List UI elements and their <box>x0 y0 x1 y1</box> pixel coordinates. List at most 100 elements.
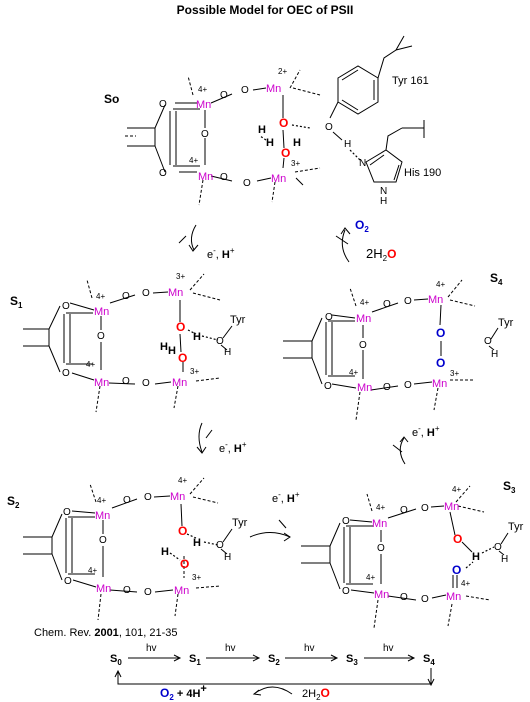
svg-text:O: O <box>144 587 152 598</box>
svg-text:O: O <box>243 178 251 189</box>
svg-text:e-, H+: e-, H+ <box>412 424 440 439</box>
svg-text:Mn: Mn <box>94 377 109 389</box>
svg-text:O: O <box>159 99 167 110</box>
state-s3-label: S3 <box>503 479 516 495</box>
svg-text:H: H <box>344 139 351 150</box>
svg-text:O: O <box>216 540 224 551</box>
svg-text:O: O <box>436 326 445 340</box>
svg-text:S3: S3 <box>346 653 358 667</box>
svg-text:O: O <box>220 172 228 183</box>
svg-text:S1: S1 <box>189 653 201 667</box>
svg-text:3+: 3+ <box>176 272 185 281</box>
svg-text:O: O <box>383 299 391 310</box>
step-s3-s4: e-, H+ <box>392 424 440 465</box>
svg-text:O: O <box>178 351 187 365</box>
svg-text:N: N <box>359 158 366 169</box>
state-s1: S1 O O O O O O O Mn Mn Mn Mn 4+ 3+ 4+ 3+… <box>10 272 246 413</box>
state-s0: So O O O O O O O Mn Mn Mn Mn 4+ 2+ 4+ 3+… <box>104 35 441 207</box>
svg-text:4+: 4+ <box>88 566 97 575</box>
svg-text:Mn: Mn <box>444 501 459 513</box>
svg-text:O: O <box>201 129 209 140</box>
svg-text:O2 + 4H+: O2 + 4H+ <box>160 683 207 702</box>
svg-text:Mn: Mn <box>374 589 389 601</box>
svg-text:O: O <box>359 340 367 351</box>
svg-text:Mn: Mn <box>94 306 109 318</box>
svg-text:O: O <box>142 378 150 389</box>
svg-text:Tyr: Tyr <box>508 521 524 533</box>
step-s2-s3: e-, H+ <box>249 490 300 542</box>
step-s1-s2: e-, H+ <box>196 422 247 455</box>
state-s3: S3 O O O O O O O Mn Mn Mn Mn 4+ 4+ 4+ 4+… <box>301 479 524 629</box>
svg-text:O: O <box>62 368 70 379</box>
svg-text:Mn: Mn <box>95 510 110 522</box>
svg-text:O: O <box>494 542 502 553</box>
svg-text:O: O <box>421 594 429 605</box>
svg-text:hv: hv <box>225 643 236 654</box>
svg-text:His 190: His 190 <box>404 167 441 179</box>
svg-text:H: H <box>193 537 201 549</box>
svg-text:Mn: Mn <box>446 591 461 603</box>
svg-text:4+: 4+ <box>360 298 369 307</box>
svg-text:O: O <box>142 288 150 299</box>
svg-text:H: H <box>293 137 301 149</box>
svg-text:O: O <box>453 532 462 546</box>
svg-text:Mn: Mn <box>196 99 211 111</box>
svg-text:O2: O2 <box>355 218 369 234</box>
svg-text:2H2O: 2H2O <box>302 686 330 702</box>
svg-text:O: O <box>178 524 187 538</box>
svg-text:O: O <box>180 557 189 571</box>
svg-text:4+: 4+ <box>376 503 385 512</box>
svg-text:N: N <box>380 186 387 197</box>
svg-text:Tyr: Tyr <box>498 317 514 329</box>
svg-text:hv: hv <box>383 643 394 654</box>
svg-text:O: O <box>484 336 492 347</box>
svg-text:O: O <box>421 503 429 514</box>
svg-text:e-, H+: e-, H+ <box>219 440 247 455</box>
svg-text:O: O <box>383 382 391 393</box>
svg-text:O: O <box>400 505 408 516</box>
svg-text:e-, H+: e-, H+ <box>272 490 300 505</box>
svg-text:O: O <box>279 116 288 130</box>
svg-text:Mn: Mn <box>357 382 372 394</box>
svg-text:4+: 4+ <box>366 573 375 582</box>
svg-text:Mn: Mn <box>432 378 447 390</box>
svg-text:O: O <box>62 301 70 312</box>
svg-text:4+: 4+ <box>96 292 105 301</box>
svg-text:H: H <box>380 196 387 207</box>
state-s0-label: So <box>104 92 119 106</box>
svg-text:2+: 2+ <box>278 67 287 76</box>
svg-text:O: O <box>404 380 412 391</box>
svg-text:Mn: Mn <box>174 585 189 597</box>
svg-text:4+: 4+ <box>436 280 445 289</box>
svg-text:O: O <box>97 331 105 342</box>
svg-text:Mn: Mn <box>170 491 185 503</box>
svg-text:H: H <box>161 546 169 558</box>
svg-text:Mn: Mn <box>271 173 286 185</box>
svg-text:Tyr: Tyr <box>232 517 248 529</box>
svg-text:O: O <box>216 336 224 347</box>
svg-text:Tyr: Tyr <box>230 314 246 326</box>
svg-text:O: O <box>123 585 131 596</box>
svg-text:4+: 4+ <box>86 360 95 369</box>
svg-text:H: H <box>472 551 480 563</box>
state-s2-label: S2 <box>7 494 20 510</box>
svg-text:Mn: Mn <box>96 583 111 595</box>
step-s4-s0: O2 2H2O <box>335 218 396 263</box>
state-s4: S4 O O O O O O O Mn Mn Mn Mn 4+ 4+ 4+ 3+… <box>283 271 514 421</box>
svg-text:O: O <box>404 296 412 307</box>
state-s4-label: S4 <box>490 271 503 287</box>
svg-text:H: H <box>501 554 508 565</box>
svg-text:O: O <box>325 122 333 133</box>
svg-text:hv: hv <box>304 643 315 654</box>
svg-text:4+: 4+ <box>198 85 207 94</box>
svg-text:S2: S2 <box>268 653 280 667</box>
svg-text:O: O <box>452 563 461 577</box>
svg-text:3+: 3+ <box>192 573 201 582</box>
svg-text:O: O <box>325 312 333 323</box>
svg-text:O: O <box>281 146 290 160</box>
reference: Chem. Rev. 2001, 101, 21-35 <box>34 627 178 639</box>
svg-text:H: H <box>258 124 266 136</box>
svg-text:Mn: Mn <box>168 287 183 299</box>
svg-text:H: H <box>266 137 274 149</box>
